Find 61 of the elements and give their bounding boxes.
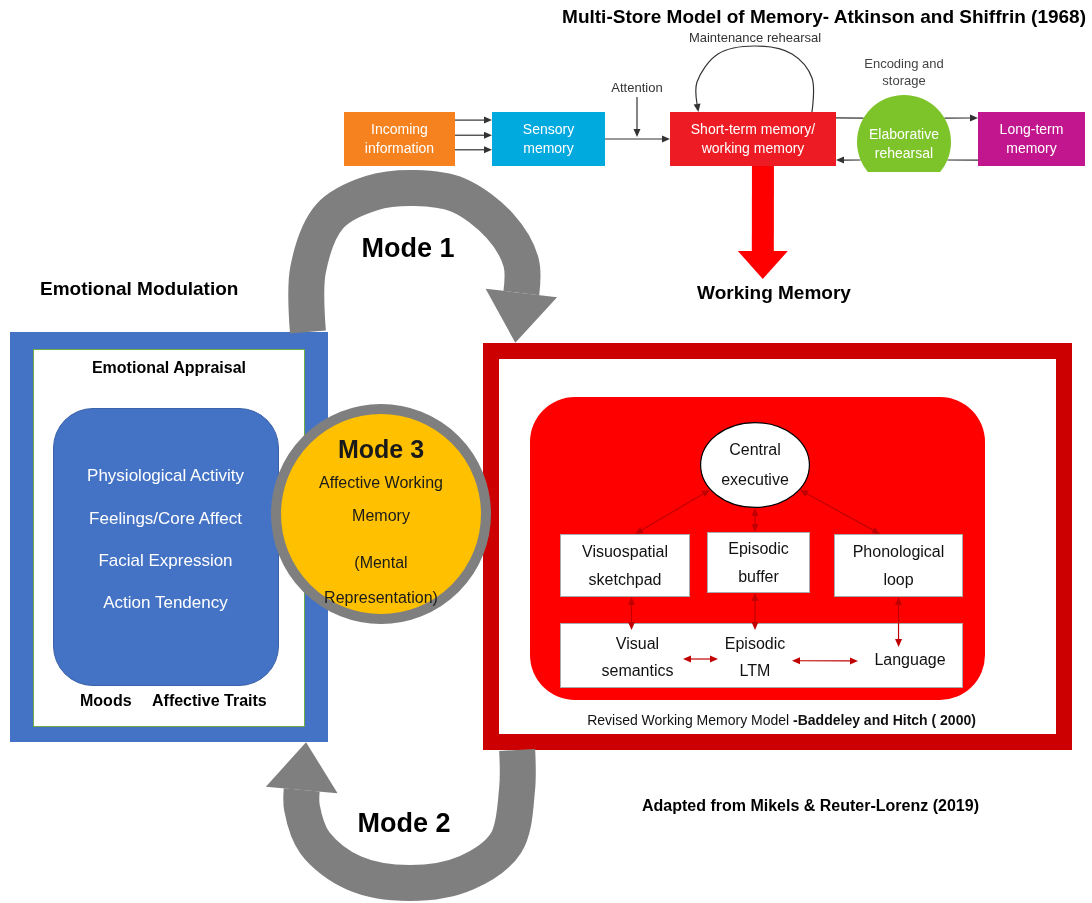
process-box: [834, 534, 963, 597]
arrow: [836, 156, 862, 164]
text-label: Episodic LTM: [718, 630, 792, 688]
title: Multi-Store Model of Memory- Atkinson and Shiffrin (1968): [562, 6, 1086, 28]
node-label: (Mental Representation): [323, 553, 439, 608]
caption: Adapted from Mikels & Reuter-Lorenz (2019): [642, 797, 979, 815]
node-label: Revised Working Memory Model -Baddeley and Hitch ( 2000): [586, 711, 977, 729]
node-label: Mode 3: [336, 434, 426, 464]
arrow: [751, 593, 759, 630]
arrow: [895, 597, 903, 647]
process-box: [344, 112, 455, 166]
arrow: [633, 96, 641, 137]
rounded-box: [52, 407, 279, 686]
arrow: [800, 489, 881, 534]
rounded-panel: [530, 397, 985, 700]
node-label: Action Tendency: [102, 591, 229, 614]
arrow: [693, 45, 815, 113]
arrow: [751, 508, 759, 532]
arrow: [454, 116, 492, 124]
arrow: [635, 489, 710, 534]
text-label: Language: [858, 647, 962, 675]
heading: Working Memory: [696, 282, 852, 304]
heading: Emotional Modulation: [40, 280, 240, 298]
block-arrow: [737, 166, 788, 279]
node-label: Episodic buffer: [727, 538, 790, 587]
store-box: [560, 623, 963, 688]
node-label: Affective Working Memory: [318, 473, 444, 526]
node-label: Feelings/Core Affect: [88, 507, 243, 530]
process-box: [978, 112, 1085, 166]
node-label: Phonological loop: [851, 541, 946, 590]
node-label: Moods: [80, 691, 133, 711]
node-label: Short-term memory/ working memory: [689, 120, 817, 158]
node-label: Sensory memory: [521, 120, 576, 158]
node-label: Physiological Activity: [86, 464, 245, 487]
connector: [835, 117, 865, 119]
process-box: [707, 532, 810, 593]
inner-panel: [33, 349, 305, 727]
side-note: Encoding and storage: [863, 55, 945, 89]
process-box: [560, 534, 690, 597]
node-label: Affective Traits: [152, 691, 268, 711]
arrow: [454, 146, 492, 154]
arrow: [628, 597, 635, 630]
text-label: Visual semantics: [592, 630, 683, 688]
node-label: Long-term memory: [998, 120, 1065, 158]
node-label: Emotional Appraisal: [90, 358, 248, 378]
arrow: [943, 114, 978, 122]
connector: [946, 159, 979, 161]
arrow: [604, 135, 670, 143]
node-label: Incoming information: [363, 120, 436, 158]
node-label: Visuospatial sketchpad: [581, 541, 669, 590]
text-label: Attention: [598, 79, 676, 97]
node-label: Facial Expression: [97, 549, 234, 572]
process-box: [670, 112, 836, 166]
node-label: Central executive: [720, 440, 790, 490]
ellipse-node: [700, 422, 810, 508]
node-label: Elaborative rehearsal: [867, 125, 940, 163]
process-box: [492, 112, 605, 166]
arrow: [683, 655, 718, 663]
arrow: [792, 657, 858, 665]
circle-node: [271, 404, 491, 624]
arrow: [454, 131, 492, 139]
